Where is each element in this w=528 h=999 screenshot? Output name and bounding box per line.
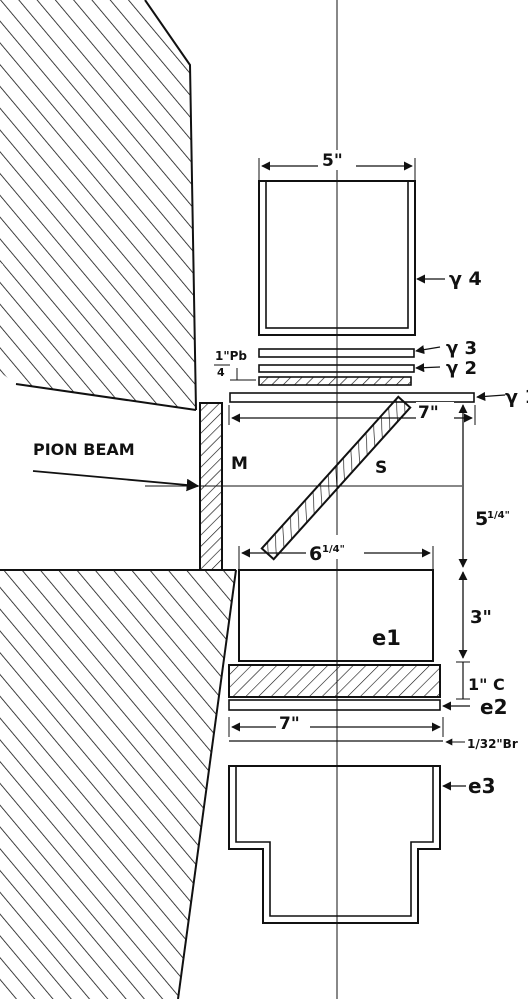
e2-label: e2 [480, 695, 507, 719]
lead-thickness-label: 1"Pb [215, 349, 247, 363]
gamma3-label: γ 3 [446, 338, 477, 359]
brass-label: 1/32"Br [467, 737, 518, 751]
dim-6-1-4-bg [306, 535, 364, 559]
gamma2-counter [258, 364, 415, 373]
gamma1-counter [229, 392, 475, 403]
gamma2-leader [415, 363, 441, 373]
moderator-label: M [231, 454, 248, 474]
lower-shielding-block [0, 569, 237, 999]
dim-3in-bg [468, 604, 496, 626]
lead-converter [258, 376, 412, 386]
target-slab [260, 395, 412, 561]
gamma4-counter [258, 180, 416, 336]
dim-5in-bg [318, 150, 356, 170]
upper-shielding-block [0, 0, 197, 411]
e2-counter [228, 699, 441, 711]
pion-beam-label: PION BEAM [33, 440, 135, 459]
e1-counter [238, 569, 434, 662]
gamma3-counter [258, 348, 415, 358]
dim-5-1-4-fraction: 1/4" [487, 510, 510, 521]
dim-7in-bottom-bg [276, 712, 310, 732]
dim-6-1-4-fraction: 1/4" [322, 544, 345, 555]
dim-6-1-4-whole: 6 [309, 543, 322, 565]
gamma4-label: γ 4 [449, 268, 482, 290]
carbon-absorber [228, 664, 441, 698]
gamma1-label: γ 1 [505, 386, 528, 408]
dim-3in-label: 3" [470, 607, 492, 628]
dim-7in-top-label: 7" [418, 403, 439, 423]
gamma1-leader [476, 391, 506, 401]
dim-5-1-4-bg [474, 497, 524, 537]
dim-5in-label: 5" [322, 151, 343, 171]
dim-7in-bottom-label: 7" [279, 714, 300, 734]
target-label: S [375, 458, 387, 478]
carbon-label: 1" C [468, 675, 505, 694]
e3-counter [228, 765, 441, 924]
e3-label: e3 [468, 774, 495, 798]
dim-7in-top-bg [416, 402, 454, 422]
pion-beam-arrow [32, 470, 200, 492]
dim-5-1-4-whole: 5 [475, 508, 488, 530]
lead-fraction-den: 4 [217, 366, 225, 379]
e1-label: e1 [372, 626, 401, 650]
gamma2-label: γ 2 [446, 358, 477, 379]
gamma3-leader [415, 345, 441, 355]
